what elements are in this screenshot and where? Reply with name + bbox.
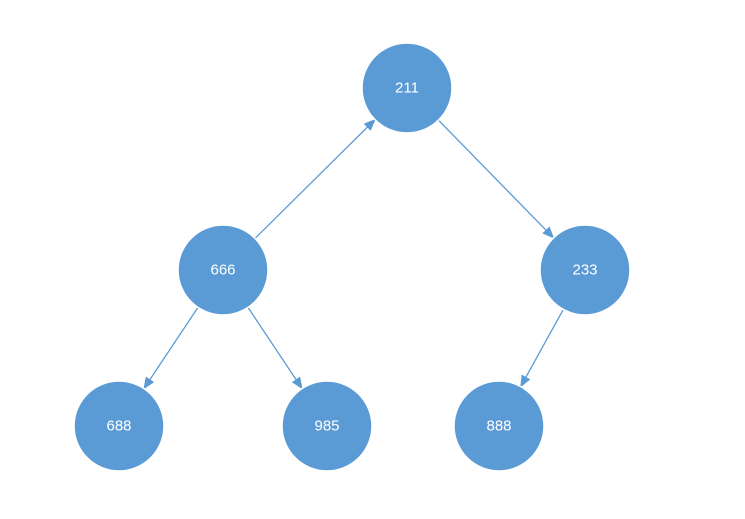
tree-node-label: 666 [210, 262, 235, 279]
tree-node-circle [73, 380, 165, 472]
tree-node-label: 985 [314, 418, 339, 435]
tree-node-985: 985 [281, 380, 373, 472]
edge-arrow-666-to-211 [254, 118, 376, 239]
tree-node-211: 211 [361, 42, 453, 134]
tree-node-circle [453, 380, 545, 472]
edges-layer [143, 118, 564, 390]
tree-node-label: 688 [106, 418, 131, 435]
tree-node-circle [281, 380, 373, 472]
tree-node-circle [177, 224, 269, 316]
edge-arrow-211-to-233 [438, 119, 555, 239]
nodes-layer: 211 666 233 688 985 888 [73, 42, 631, 472]
tree-node-label: 211 [395, 80, 419, 97]
tree-node-888: 888 [453, 380, 545, 472]
tree-node-label: 233 [572, 262, 597, 279]
tree-node-666: 666 [177, 224, 269, 316]
tree-node-label: 888 [486, 418, 511, 435]
tree-node-circle [361, 42, 453, 134]
edge-arrow-233-to-888 [520, 309, 564, 388]
edge-arrow-666-to-985 [247, 307, 303, 390]
tree-node-233: 233 [539, 224, 631, 316]
tree-node-688: 688 [73, 380, 165, 472]
tree-node-circle [539, 224, 631, 316]
edge-arrow-666-to-688 [143, 307, 199, 390]
